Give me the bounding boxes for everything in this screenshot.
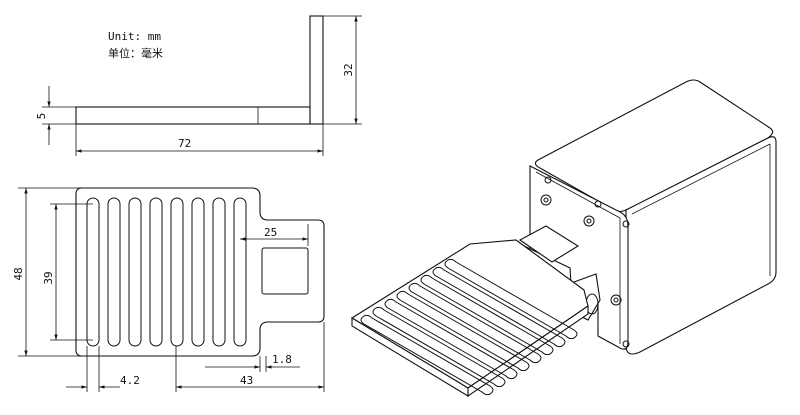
slot [149, 197, 163, 347]
tab-inner [261, 247, 309, 295]
units-label-en: Unit: mm [108, 30, 161, 43]
slot-iso [360, 314, 494, 396]
bracket-vertical-leg [309, 15, 324, 125]
slot-iso [432, 266, 566, 348]
slot-iso [384, 298, 518, 380]
side-view: 32 5 72 [35, 15, 362, 156]
slot [170, 197, 184, 347]
dim-label-25: 25 [264, 226, 277, 239]
plate-outline [75, 187, 325, 357]
isometric-view [350, 79, 777, 398]
dim-label-72: 72 [178, 137, 191, 150]
slot [128, 197, 142, 347]
dim-label-32: 32 [342, 63, 355, 76]
bracket-horizontal-leg [75, 106, 311, 125]
slot-iso [444, 258, 578, 340]
slot [212, 197, 226, 347]
dim-label-48: 48 [12, 267, 25, 280]
slot [191, 197, 205, 347]
slot-iso [372, 306, 506, 388]
slot [107, 197, 121, 347]
dim-label-39: 39 [42, 271, 55, 284]
slot [233, 197, 247, 347]
dim-label-5: 5 [35, 113, 48, 120]
slot-group [86, 197, 247, 347]
slot [86, 197, 100, 347]
top-view: 48 39 25 4.2 43 1.8 [12, 187, 325, 392]
dim-label-43: 43 [240, 374, 253, 387]
slot-iso [420, 274, 554, 356]
slotted-plate-iso [350, 225, 589, 398]
dim-label-4-2: 4.2 [120, 374, 140, 387]
motor-body [529, 79, 777, 355]
dim-label-1-8: 1.8 [272, 353, 292, 366]
units-label-cn: 单位：毫米 [108, 46, 163, 60]
slot-iso [396, 290, 530, 372]
slot-iso [408, 282, 542, 364]
